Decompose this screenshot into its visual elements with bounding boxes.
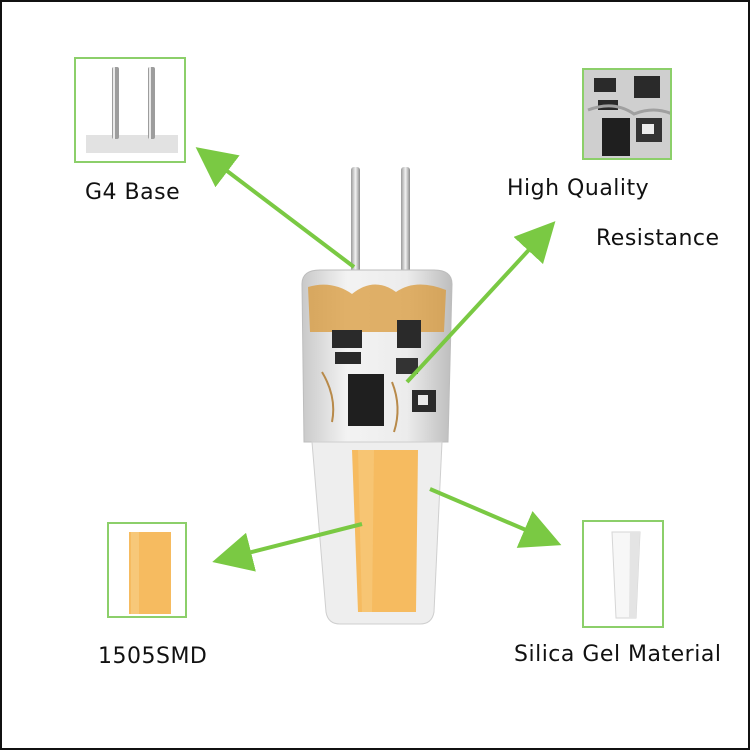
g4-base-inset [74,57,186,163]
silica-inset [582,520,664,628]
lamp-pin-right [401,167,410,279]
smd-inset [107,522,187,618]
smd-label: 1505SMD [98,644,208,669]
silica-label: Silica Gel Material [514,642,722,667]
arrow-smd [212,522,363,572]
arrow-resistance [405,221,556,384]
high-quality-label: High Quality [507,176,650,201]
arrow-g4-base [195,147,356,269]
g4-base-label: G4 Base [85,180,181,205]
lamp-pin-left [351,167,360,279]
resistance-label: Resistance [596,226,720,251]
arrow-silica [429,487,562,548]
resistance-inset [582,68,672,160]
